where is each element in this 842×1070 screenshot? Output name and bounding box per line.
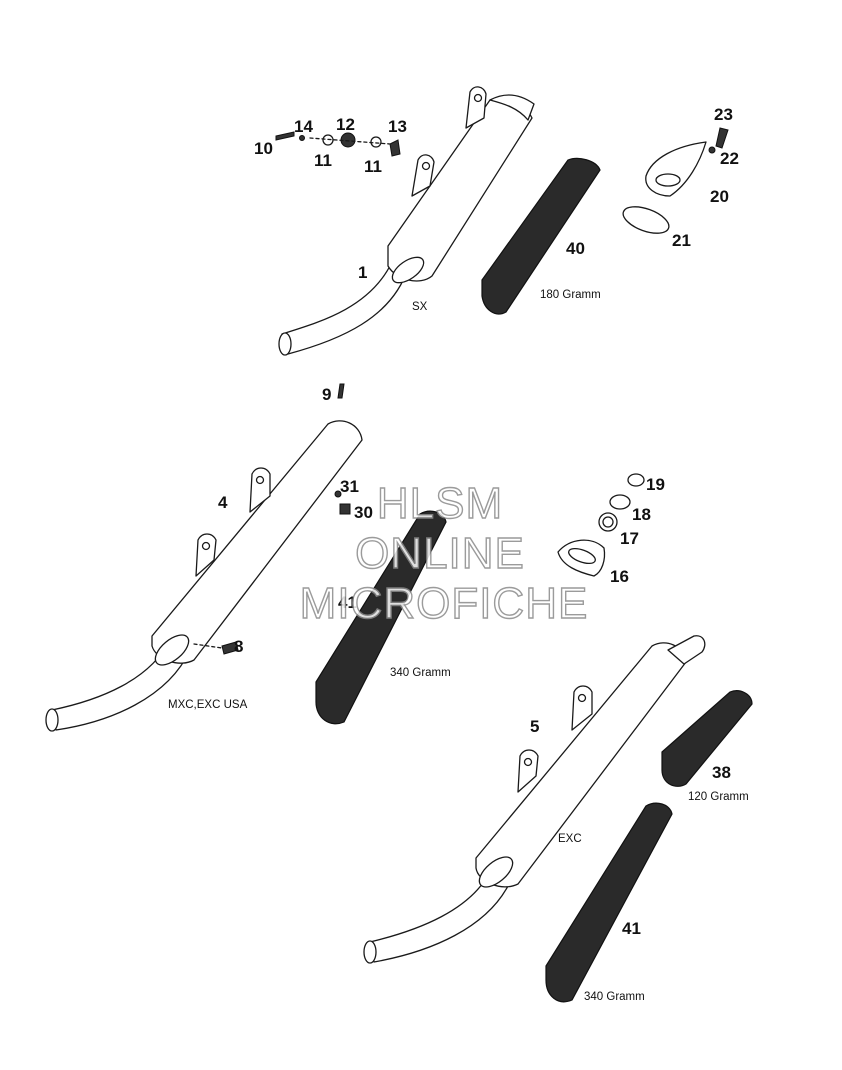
label-part-16: 16 bbox=[610, 567, 629, 586]
silencer-mxc-mount-hole-upper bbox=[255, 475, 265, 485]
label-part-30: 30 bbox=[354, 503, 373, 522]
label-part-18: 18 bbox=[632, 505, 651, 524]
cone-16 bbox=[557, 539, 606, 577]
end-cap-assembly bbox=[622, 127, 729, 234]
screw-23 bbox=[715, 127, 729, 149]
silencer-sx-end-cap bbox=[489, 94, 535, 121]
note-120-gramm: 120 Gramm bbox=[688, 791, 749, 803]
silencer-exc-inlet-end bbox=[363, 940, 377, 964]
label-part-8: 8 bbox=[234, 637, 243, 656]
silencer-sx-inlet-pipe bbox=[281, 261, 409, 355]
note-180-gramm: 180 Gramm bbox=[540, 289, 601, 301]
silencer-exc-mount-hole-upper bbox=[577, 693, 587, 703]
screw-8 bbox=[221, 641, 239, 655]
watermark-line-2: ONLINE bbox=[355, 529, 525, 578]
label-part-41a: 41 bbox=[338, 593, 357, 612]
note-mxc-exc-usa: MXC,EXC USA bbox=[168, 699, 248, 711]
label-part-23: 23 bbox=[714, 105, 733, 124]
label-part-11b: 11 bbox=[364, 157, 382, 176]
silencer-sx-group bbox=[278, 86, 535, 356]
label-part-4: 4 bbox=[218, 493, 228, 512]
bushing-17 bbox=[598, 512, 618, 532]
label-part-41b: 41 bbox=[622, 919, 641, 938]
silencer-exc-outlet-tube bbox=[667, 635, 706, 665]
watermark-line-1: HLSM bbox=[377, 479, 503, 528]
washer-31 bbox=[334, 490, 342, 498]
silencer-exc-body bbox=[475, 642, 687, 888]
note-340-gramm-middle: 340 Gramm bbox=[390, 667, 451, 679]
silencer-mxc-group bbox=[45, 420, 363, 732]
circlip-19 bbox=[627, 473, 645, 487]
label-part-10: 10 bbox=[254, 139, 273, 158]
ring-18 bbox=[609, 494, 631, 510]
silencer-mxc-mount-tab-upper bbox=[249, 467, 271, 513]
note-sx: SX bbox=[412, 301, 428, 313]
nut-13 bbox=[389, 139, 401, 157]
label-part-38: 38 bbox=[712, 763, 731, 782]
screw-30 bbox=[339, 503, 351, 515]
silencer-exc-mount-hole-lower bbox=[523, 757, 533, 767]
silencer-exc-mount-tab-upper bbox=[571, 685, 593, 731]
rivet-9 bbox=[337, 383, 345, 399]
label-part-12: 12 bbox=[336, 115, 355, 134]
silencer-sx-mount-hole-upper bbox=[473, 93, 483, 103]
bolt-10 bbox=[275, 131, 295, 141]
label-part-1: 1 bbox=[358, 263, 367, 282]
washer-14 bbox=[299, 135, 305, 141]
label-part-40: 40 bbox=[566, 239, 585, 258]
packing-40 bbox=[481, 157, 601, 315]
label-part-11a: 11 bbox=[314, 151, 332, 170]
label-part-14: 14 bbox=[294, 117, 313, 136]
silencer-mxc-collar bbox=[154, 634, 190, 666]
washer-11b bbox=[370, 136, 382, 148]
bracket-hardware bbox=[275, 131, 401, 157]
silencer-mxc-mount-hole-lower bbox=[201, 541, 211, 551]
silencer-sx-mount-tab-lower bbox=[411, 154, 435, 197]
label-part-13: 13 bbox=[388, 117, 407, 136]
packing-41-bottom bbox=[545, 802, 673, 1003]
silencer-sx-inlet-collar bbox=[391, 256, 425, 284]
watermark-line-3: MICROFICHE bbox=[300, 579, 589, 628]
silencer-mxc-mount-tab-lower bbox=[195, 533, 217, 577]
cone-16-rim bbox=[568, 547, 596, 565]
label-part-31: 31 bbox=[340, 477, 359, 496]
silencer-exc-group bbox=[363, 635, 706, 964]
packing-41-middle bbox=[315, 510, 447, 725]
silencer-mxc-inlet-end bbox=[45, 708, 59, 732]
label-part-9: 9 bbox=[322, 385, 331, 404]
label-part-21: 21 bbox=[672, 231, 691, 250]
end-cap-20-outlet bbox=[655, 173, 681, 187]
o-ring-21 bbox=[622, 206, 670, 234]
silencer-sx-inlet-end bbox=[278, 332, 292, 356]
note-340-gramm-bottom: 340 Gramm bbox=[584, 991, 645, 1003]
screw-8-axis-line bbox=[193, 643, 223, 649]
washer-22 bbox=[708, 146, 716, 154]
label-part-19: 19 bbox=[646, 475, 665, 494]
label-part-5: 5 bbox=[530, 717, 539, 736]
watermark: HLSM ONLINE MICROFICHE bbox=[299, 478, 589, 628]
hardware-axis-line bbox=[309, 137, 391, 145]
silencer-exc-collar bbox=[478, 856, 514, 888]
packing-38 bbox=[661, 690, 753, 787]
label-part-17: 17 bbox=[620, 529, 639, 548]
label-part-20: 20 bbox=[710, 187, 729, 206]
bushing-17-bore bbox=[602, 516, 614, 528]
label-part-22: 22 bbox=[720, 149, 739, 168]
end-cap-20 bbox=[645, 141, 707, 197]
silencer-exc-mount-tab-lower bbox=[517, 749, 539, 793]
silencer-sx-mount-hole-lower bbox=[421, 161, 431, 171]
note-exc: EXC bbox=[558, 833, 582, 845]
inlet-cap-assembly bbox=[557, 473, 645, 577]
